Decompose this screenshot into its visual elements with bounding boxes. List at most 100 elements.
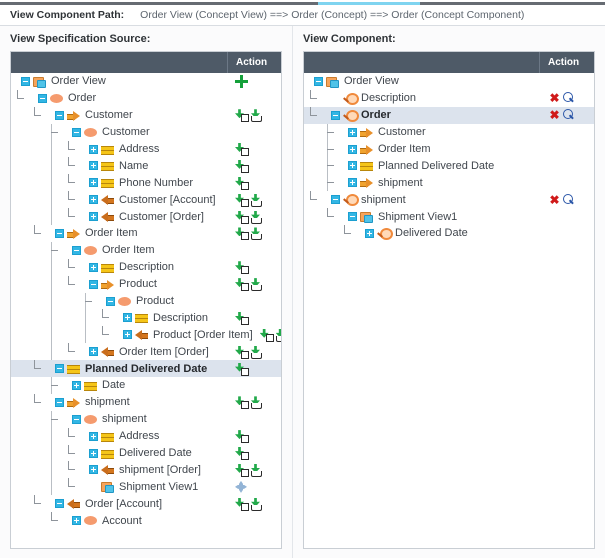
tree-row-content[interactable]: Account: [11, 512, 228, 529]
tree-row[interactable]: Customer [Account]: [11, 191, 281, 209]
tree-row[interactable]: Date: [11, 377, 281, 394]
add-attribute-icon[interactable]: [235, 363, 249, 376]
tree-row[interactable]: Order View: [304, 73, 594, 90]
tree-row[interactable]: Order Item: [11, 241, 281, 259]
collapse-icon[interactable]: [21, 76, 30, 86]
tree-row-content[interactable]: Product [Order Item]: [11, 326, 253, 344]
expand-icon[interactable]: [365, 228, 374, 238]
add-attribute-icon[interactable]: [235, 312, 249, 325]
collapse-icon[interactable]: [55, 110, 64, 120]
move-component-icon[interactable]: [235, 481, 247, 493]
top-tab-strip[interactable]: [0, 0, 605, 5]
add-attribute-icon[interactable]: [235, 447, 249, 461]
expand-icon[interactable]: [89, 347, 98, 357]
tree-row-content[interactable]: shipment [Order]: [11, 461, 228, 479]
collapse-icon[interactable]: [55, 397, 64, 407]
tree-row-content[interactable]: Order Item: [11, 225, 228, 242]
collapse-icon[interactable]: [348, 212, 357, 222]
tree-row[interactable]: Order: [11, 89, 281, 107]
tree-row[interactable]: Order Item [Order]: [11, 343, 281, 361]
add-attribute-icon[interactable]: [235, 464, 249, 477]
tree-row[interactable]: Phone Number: [11, 174, 281, 192]
top-tab-1[interactable]: [0, 0, 106, 5]
expand-icon[interactable]: [89, 178, 98, 188]
collapse-icon[interactable]: [55, 499, 64, 509]
add-relation-icon[interactable]: [250, 194, 262, 207]
delete-icon[interactable]: ✖: [549, 108, 560, 123]
collapse-icon[interactable]: [55, 228, 64, 238]
tree-row[interactable]: Account: [11, 512, 281, 529]
tree-row-content[interactable]: Order View: [304, 73, 540, 90]
tree-row-content[interactable]: Date: [11, 377, 228, 394]
collapse-icon[interactable]: [38, 93, 47, 103]
delete-icon[interactable]: ✖: [549, 192, 560, 207]
tree-row[interactable]: shipment: [11, 393, 281, 411]
collapse-icon[interactable]: [55, 364, 64, 374]
find-icon[interactable]: [563, 193, 575, 206]
collapse-icon[interactable]: [89, 279, 98, 289]
tree-row-content[interactable]: Order Item [Order]: [11, 343, 228, 361]
find-icon[interactable]: [563, 92, 575, 104]
tree-row[interactable]: Customer: [11, 123, 281, 141]
collapse-icon[interactable]: [72, 245, 81, 255]
add-attribute-icon[interactable]: [235, 109, 249, 123]
expand-icon[interactable]: [89, 195, 98, 205]
tree-row[interactable]: Planned Delivered Date: [11, 360, 281, 378]
collapse-icon[interactable]: [314, 76, 323, 86]
tree-row-content[interactable]: Order Item: [11, 241, 228, 259]
tree-row[interactable]: shipment: [304, 174, 594, 192]
add-relation-icon[interactable]: [250, 211, 262, 224]
tree-row-content[interactable]: Order: [304, 106, 540, 124]
add-relation-icon[interactable]: [250, 464, 262, 477]
expand-icon[interactable]: [89, 212, 98, 222]
tree-row[interactable]: shipment [Order]: [11, 461, 281, 479]
expand-icon[interactable]: [89, 144, 98, 154]
add-attribute-icon[interactable]: [235, 346, 249, 359]
top-tab-2[interactable]: [106, 0, 212, 5]
tree-row-content[interactable]: Customer: [11, 106, 228, 124]
tree-row[interactable]: Order Item: [304, 140, 594, 158]
tree-row-content[interactable]: Address: [11, 427, 228, 445]
expand-icon[interactable]: [72, 516, 81, 526]
expand-icon[interactable]: [89, 465, 98, 475]
tree-row[interactable]: Description: [11, 309, 281, 327]
find-icon[interactable]: [563, 109, 575, 121]
add-attribute-icon[interactable]: [235, 143, 249, 156]
collapse-icon[interactable]: [331, 195, 340, 205]
tree-row[interactable]: Address: [11, 140, 281, 158]
tree-row-content[interactable]: Shipment View1: [304, 208, 540, 225]
tree-row-content[interactable]: shipment: [11, 393, 228, 411]
add-attribute-icon[interactable]: [260, 329, 274, 342]
tree-row[interactable]: Description: [11, 258, 281, 276]
tree-row[interactable]: Planned Delivered Date: [304, 157, 594, 175]
add-attribute-icon[interactable]: [235, 261, 249, 275]
tree-row-content[interactable]: Planned Delivered Date: [304, 157, 540, 175]
expand-icon[interactable]: [89, 448, 98, 458]
tree-row-content[interactable]: Shipment View1: [11, 478, 228, 496]
tree-row-content[interactable]: Product: [11, 292, 228, 310]
tree-row[interactable]: Order [Account]: [11, 495, 281, 512]
expand-icon[interactable]: [123, 330, 132, 340]
add-attribute-icon[interactable]: [235, 211, 249, 224]
tree-row-content[interactable]: Order View: [11, 73, 228, 90]
tree-row-content[interactable]: Order Item: [304, 140, 540, 158]
tree-row-content[interactable]: Description: [11, 309, 228, 327]
expand-icon[interactable]: [89, 431, 98, 441]
tree-row[interactable]: Shipment View1: [304, 208, 594, 225]
tree-row-content[interactable]: Address: [11, 140, 228, 158]
add-relation-icon[interactable]: [275, 329, 281, 342]
tree-row-content[interactable]: shipment: [304, 174, 540, 192]
add-relation-icon[interactable]: [250, 109, 262, 123]
tree-row[interactable]: shipment: [11, 410, 281, 428]
collapse-icon[interactable]: [72, 127, 81, 137]
add-relation-icon[interactable]: [250, 278, 262, 292]
tree-row-content[interactable]: Customer [Account]: [11, 191, 228, 209]
add-attribute-icon[interactable]: [235, 430, 249, 444]
tree-row-content[interactable]: Planned Delivered Date: [11, 360, 228, 377]
expand-icon[interactable]: [72, 380, 81, 390]
collapse-icon[interactable]: [331, 110, 340, 120]
tree-row[interactable]: Name: [11, 157, 281, 175]
tree-row[interactable]: Delivered Date: [304, 225, 594, 242]
tree-row-content[interactable]: shipment: [11, 410, 228, 428]
tree-row-content[interactable]: Description: [304, 89, 540, 107]
